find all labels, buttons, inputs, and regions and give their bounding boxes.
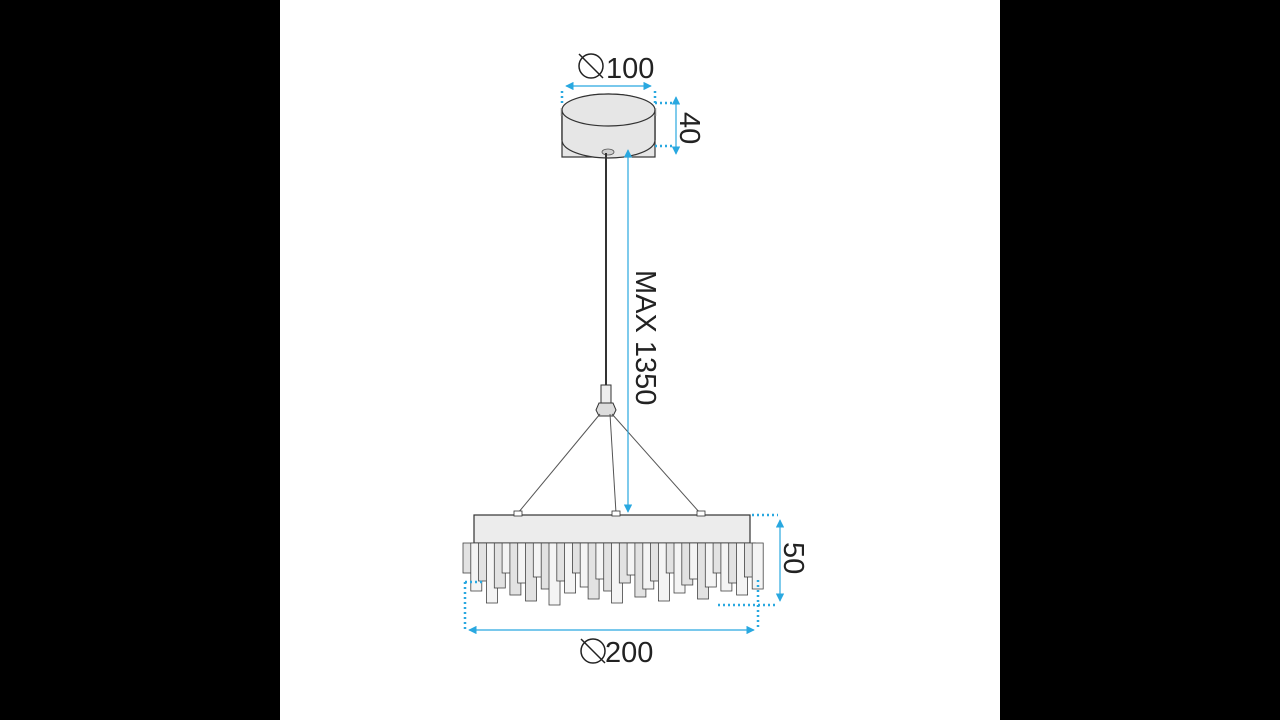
canopy-diameter-label: 100	[606, 53, 654, 85]
ceiling-canopy	[560, 93, 657, 159]
cable-length-label: MAX 1350	[629, 270, 661, 405]
crystal-rod	[751, 542, 764, 590]
cable-length-dimension: MAX 1350	[623, 149, 661, 513]
lamp-height-dimension: 50	[718, 513, 809, 607]
canopy-height-label: 40	[673, 112, 705, 144]
canopy-diameter-dimension: 100	[560, 53, 657, 103]
canopy-height-dimension: 40	[655, 96, 705, 155]
lamp-diameter-dimension: 200	[463, 580, 760, 669]
crystal-rods	[462, 542, 764, 606]
lamp-height-label: 50	[777, 542, 809, 574]
lamp-ring	[473, 510, 751, 544]
cable-connector	[595, 384, 617, 417]
lamp-diameter-label: 200	[605, 637, 653, 669]
diameter-symbol-icon	[578, 53, 604, 79]
hanging-wires	[517, 413, 701, 514]
diameter-symbol-icon	[580, 638, 606, 664]
